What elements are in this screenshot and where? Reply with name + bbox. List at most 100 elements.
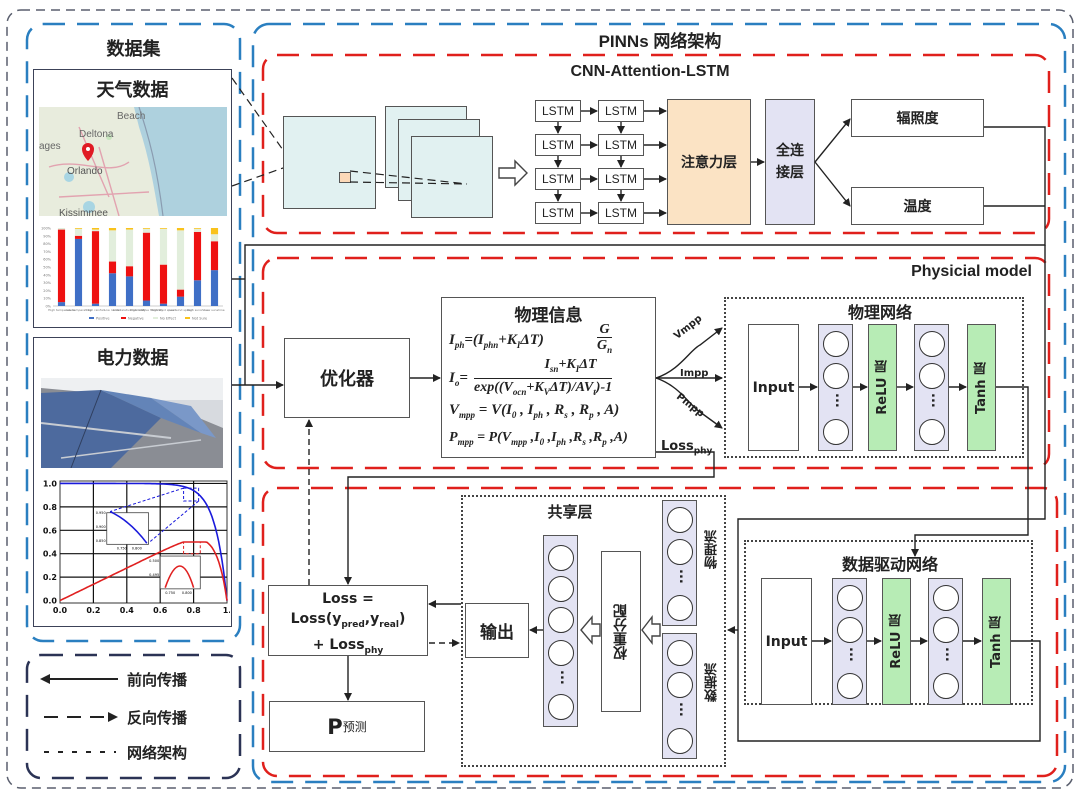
iv-x-tick: 1.	[223, 606, 230, 615]
bar-chart-category-label: High sunshine	[187, 308, 208, 312]
bar-chart-legend-swatch	[185, 317, 190, 319]
iv-pv-curve-chart: 0.00.20.40.60.81.00.00.20.40.60.81.0.950…	[43, 479, 230, 615]
prediction-sub: 预测	[342, 720, 367, 734]
data-hidden-layer-2: ···	[928, 578, 963, 705]
data-hidden-layer-1: ···	[832, 578, 867, 705]
ellipsis-icon: ···	[828, 393, 844, 408]
loss-line-3-a: + Loss	[312, 636, 365, 653]
pinns-title: PINNs 网络架构	[598, 31, 722, 51]
iv-inset-y-tick: 0.850	[96, 539, 106, 543]
shared-layer-title: 共享层	[547, 502, 593, 521]
loss-phy-label: Lossphy	[661, 439, 712, 457]
iv-zoom-connector	[146, 500, 199, 545]
iv-y-tick: 0.6	[43, 526, 58, 535]
bar-chart-y-tick: 100%	[41, 227, 52, 231]
weather-map: Beach Deltona ages Orlando Kissimmee	[39, 107, 227, 216]
bar-segment-negative	[108, 261, 117, 274]
iv-inset-x-tick: 0.800	[132, 546, 142, 550]
temperature-output: 温度	[851, 187, 984, 225]
bar-segment-no-effect	[91, 229, 100, 232]
physics-network-title: 物理网络	[847, 303, 912, 322]
lstm-cell: LSTM	[535, 100, 581, 122]
bar-segment-no-effect	[176, 230, 185, 290]
physics-stream-label-wrap: 物理流	[703, 530, 722, 573]
iv-inset	[106, 512, 149, 545]
ellipsis-icon: ···	[938, 647, 954, 662]
physics-relu-label: ReLU 层	[875, 360, 890, 415]
ellipsis-icon: ···	[924, 393, 940, 408]
loss-function-box: Loss = Loss(ypred,yreal) + Lossphy	[268, 585, 428, 656]
branch-pmpp-label: Pmpp	[674, 391, 707, 420]
loss-line-2-a: Loss(y	[290, 611, 342, 627]
bar-chart-category-label: High rainfall	[86, 308, 104, 312]
formula-pmpp: Pmpp = P(Vmpp ,I0 ,Iph ,Rs ,Rp ,A)	[449, 430, 628, 447]
fully-connected-layer: 全连接层	[765, 99, 815, 225]
bar-segment-negative	[142, 232, 151, 301]
iv-y-tick: 1.0	[43, 479, 58, 488]
power-data-title: 电力数据	[96, 348, 169, 369]
formula-iph: Iph=(Iphn+KIΔT)	[449, 332, 544, 350]
loss-pred-sub: pred	[341, 619, 365, 630]
neuron	[666, 539, 693, 565]
bar-segment-not-sure	[176, 228, 185, 231]
neuron	[666, 672, 693, 698]
iv-curve	[60, 482, 228, 601]
bar-segment-no-effect	[159, 228, 168, 265]
neuron	[666, 595, 693, 621]
map-label-deltona: Deltona	[79, 129, 114, 140]
bar-chart-y-tick: 10%	[43, 297, 51, 301]
bar-chart-y-tick: 70%	[43, 250, 51, 254]
bar-segment-negative	[176, 289, 185, 297]
optimizer-box: 优化器	[284, 338, 410, 418]
lstm-cell: LSTM	[598, 134, 644, 156]
bar-segment-negative	[91, 231, 100, 304]
neuron	[918, 331, 945, 357]
dataset-title: 数据集	[106, 39, 161, 60]
bar-segment-not-sure	[125, 228, 134, 230]
bar-segment-positive	[74, 238, 83, 306]
bar-segment-positive	[108, 273, 117, 306]
neuron	[918, 419, 945, 445]
physics-input-layer: Input	[748, 324, 799, 451]
physics-hidden-layer-2: ···	[914, 324, 949, 451]
backward-arrow-icon	[108, 712, 118, 722]
bar-segment-negative	[74, 235, 83, 239]
neuron	[822, 419, 849, 445]
data-relu-layer: ReLU 层	[882, 578, 911, 705]
iv-y-tick: 0.8	[43, 503, 58, 512]
lstm-cell: LSTM	[535, 134, 581, 156]
bar-chart-legend-label: No Effect	[160, 317, 177, 321]
bar-segment-no-effect	[142, 228, 151, 233]
neuron	[547, 576, 574, 602]
bar-chart-category-label: High relative humidity	[130, 308, 164, 312]
bar-chart-legend-label: Negative	[128, 317, 144, 321]
bar-chart-y-tick: 20%	[43, 289, 51, 293]
branch-impp-label: Impp	[680, 368, 709, 379]
cnn-kernel-patch	[339, 172, 351, 183]
iv-x-tick: 0.0	[53, 606, 68, 615]
irradiance-output: 辐照度	[851, 99, 984, 137]
loss-line-3: + Lossphy	[269, 635, 427, 661]
physics-stream-label: 物理流	[705, 530, 720, 569]
lstm-cell: LSTM	[598, 100, 644, 122]
physics-tanh-label: Tanh 层	[974, 361, 989, 414]
weight-allocation-box: 权重分配	[601, 551, 641, 712]
loss-line-2-b: ,y	[364, 611, 380, 627]
map-label-kissimmee: Kissimmee	[59, 208, 108, 216]
map-label-beach: Beach	[117, 111, 145, 122]
lstm-cell: LSTM	[598, 202, 644, 224]
bar-segment-positive	[142, 300, 151, 306]
shared-output-layer: ···	[543, 535, 578, 727]
weather-impact-bar-chart: 0%10%20%30%40%50%60%70%80%90%100%High te…	[41, 227, 225, 321]
bar-segment-not-sure	[74, 228, 83, 229]
bar-segment-positive	[193, 280, 202, 306]
bar-segment-negative	[193, 231, 202, 281]
data-stream-label: 数据流	[705, 663, 720, 702]
bar-segment-no-effect	[57, 228, 66, 230]
loss-line-2-c: )	[398, 611, 406, 627]
iv-inset-y-tick: 0.950	[96, 511, 106, 515]
bar-segment-no-effect	[74, 228, 83, 236]
bar-chart-y-tick: 80%	[43, 242, 51, 246]
bar-segment-positive	[57, 302, 66, 306]
pv-inset-y-tick: 0.500	[149, 559, 159, 563]
